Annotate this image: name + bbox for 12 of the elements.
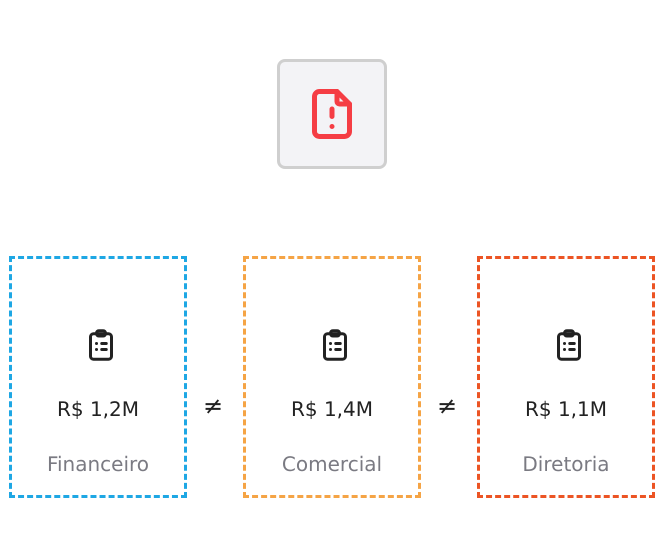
dashed-card xyxy=(477,256,655,498)
not-equal-sign: ≠ xyxy=(437,392,458,420)
department-label: Diretoria xyxy=(522,452,610,476)
amount-text: R$ 1,1M xyxy=(524,397,608,421)
not-equal-sign: ≠ xyxy=(203,392,224,420)
dashed-card xyxy=(9,256,187,498)
icon-tile xyxy=(277,59,387,169)
department-label: Comercial xyxy=(282,452,382,476)
amount-text: R$ 1,2M xyxy=(56,397,140,421)
department-label: Financeiro xyxy=(46,452,150,476)
dashed-card xyxy=(243,256,421,498)
amount-text: R$ 1,4M xyxy=(290,397,374,421)
